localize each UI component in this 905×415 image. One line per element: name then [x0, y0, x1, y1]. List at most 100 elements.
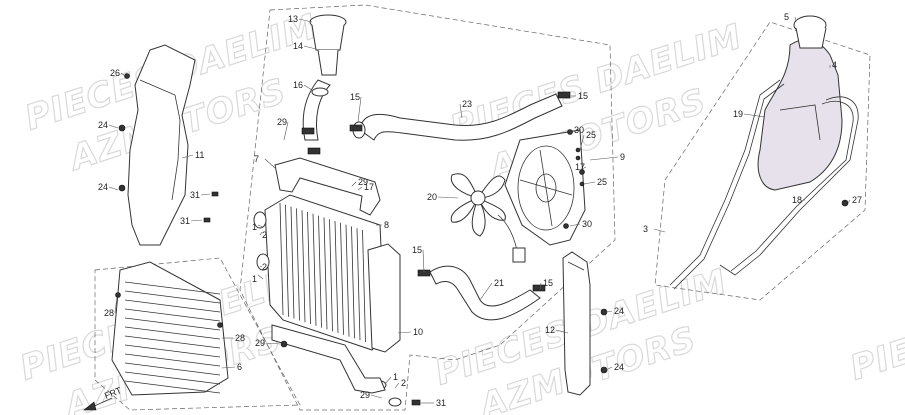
- coolant-reservoir: [757, 15, 843, 191]
- leader-line: [181, 154, 194, 159]
- bolts-31: [203, 191, 219, 223]
- callout-number: 2: [262, 230, 267, 240]
- callout-number: 24: [614, 306, 624, 316]
- shroud-bolts: [563, 129, 585, 229]
- leader-line: [539, 282, 542, 291]
- radiator-fin: [307, 211, 311, 325]
- callout-number: 15: [412, 245, 422, 255]
- frame-grille-group: [94, 257, 301, 411]
- callout-number: 30: [582, 219, 592, 229]
- radiator-fin: [329, 219, 333, 332]
- grille-bar: [124, 308, 221, 322]
- fan-shroud: [504, 129, 586, 246]
- callout-number: 16: [293, 80, 303, 90]
- radiator-fin: [340, 222, 344, 335]
- group-frames: [94, 4, 871, 411]
- callout-number: 2: [401, 378, 406, 388]
- radiator-fin: [362, 229, 366, 343]
- leader-line: [555, 329, 569, 334]
- lower-hose: [417, 265, 546, 321]
- grille-bar: [124, 353, 221, 367]
- reservoir-hoses: [669, 79, 859, 290]
- front-grille: [111, 261, 229, 396]
- leader-line: [259, 231, 263, 236]
- leader-line: [264, 158, 276, 169]
- callout-number: 1: [393, 372, 398, 382]
- leader-line: [397, 331, 412, 334]
- callout-number: 29: [277, 117, 287, 127]
- radiator-fin: [290, 206, 295, 319]
- callout-number: 7: [254, 154, 259, 164]
- callout-number: 29: [255, 338, 265, 348]
- leader-line: [605, 310, 613, 313]
- grille-bar: [124, 299, 221, 313]
- frame-radiator-group: [239, 4, 616, 411]
- grille-bar: [124, 371, 221, 385]
- leader-line: [459, 103, 463, 119]
- leader-line: [605, 366, 613, 371]
- leader-line: [351, 181, 357, 187]
- grille-bar: [124, 317, 221, 331]
- watermark-text: PIECES: [845, 307, 905, 388]
- callout-number: 30: [574, 125, 584, 135]
- side-cover-panel: [118, 44, 196, 246]
- leader-line: [479, 282, 493, 301]
- leader-line: [847, 199, 851, 204]
- leader-line: [569, 223, 581, 227]
- radiator-fin: [285, 204, 289, 317]
- leader-line: [394, 382, 400, 389]
- leader-line: [579, 166, 587, 171]
- callout-number: 1: [252, 274, 257, 284]
- leader-line: [357, 186, 363, 191]
- leader-line: [579, 134, 585, 151]
- callout-number: 12: [545, 325, 555, 335]
- callout-number: 17: [364, 182, 374, 192]
- callout-number: 25: [586, 130, 596, 140]
- leader-line: [437, 196, 459, 199]
- radiator-fin: [351, 226, 355, 339]
- radiator-fin: [323, 217, 328, 330]
- leader-line: [190, 219, 203, 222]
- leader-line: [200, 193, 211, 196]
- leader-line: [569, 129, 573, 134]
- radiator-lower-bracket: [271, 324, 386, 394]
- leader-line: [120, 72, 126, 77]
- leader-line: [283, 121, 289, 141]
- callout-number: 15: [578, 91, 588, 101]
- leader-line: [743, 113, 766, 118]
- callout-number: 1: [252, 222, 257, 232]
- callout-number: 20: [427, 192, 437, 202]
- callout-number: 9: [620, 152, 625, 162]
- grille-bar: [124, 362, 221, 376]
- grille-bar: [124, 290, 221, 304]
- frame-reservoir-group: [654, 21, 871, 301]
- grille-bar: [124, 281, 221, 295]
- radiator-fin: [318, 215, 322, 328]
- leader-line: [583, 181, 596, 185]
- callout-number: 31: [180, 216, 190, 226]
- callout-number: 24: [614, 362, 624, 372]
- leader-line: [384, 376, 392, 385]
- leader-line: [589, 156, 619, 161]
- callout-number: 24: [98, 120, 108, 130]
- leader-line: [108, 124, 119, 129]
- callout-number: 31: [436, 398, 446, 408]
- cooling-fan: [450, 173, 526, 263]
- callout-number: 28: [235, 333, 245, 343]
- grille-bar: [124, 344, 221, 358]
- leader-line: [221, 366, 236, 369]
- leader-line: [357, 96, 362, 123]
- callout-number: 4: [832, 60, 837, 70]
- radiator-fin: [279, 202, 284, 316]
- callout-number: 8: [384, 220, 389, 230]
- callout-number: 24: [98, 182, 108, 192]
- callout-number: 28: [104, 308, 114, 318]
- filler-neck-assembly: [301, 14, 347, 155]
- leader-line: [257, 274, 264, 280]
- leader-line: [370, 394, 383, 399]
- callout-number: 11: [195, 150, 204, 160]
- radiator-fin: [296, 208, 300, 321]
- side-bracket: [562, 251, 608, 396]
- callout-number: 31: [190, 190, 200, 200]
- grille-bar: [124, 335, 221, 349]
